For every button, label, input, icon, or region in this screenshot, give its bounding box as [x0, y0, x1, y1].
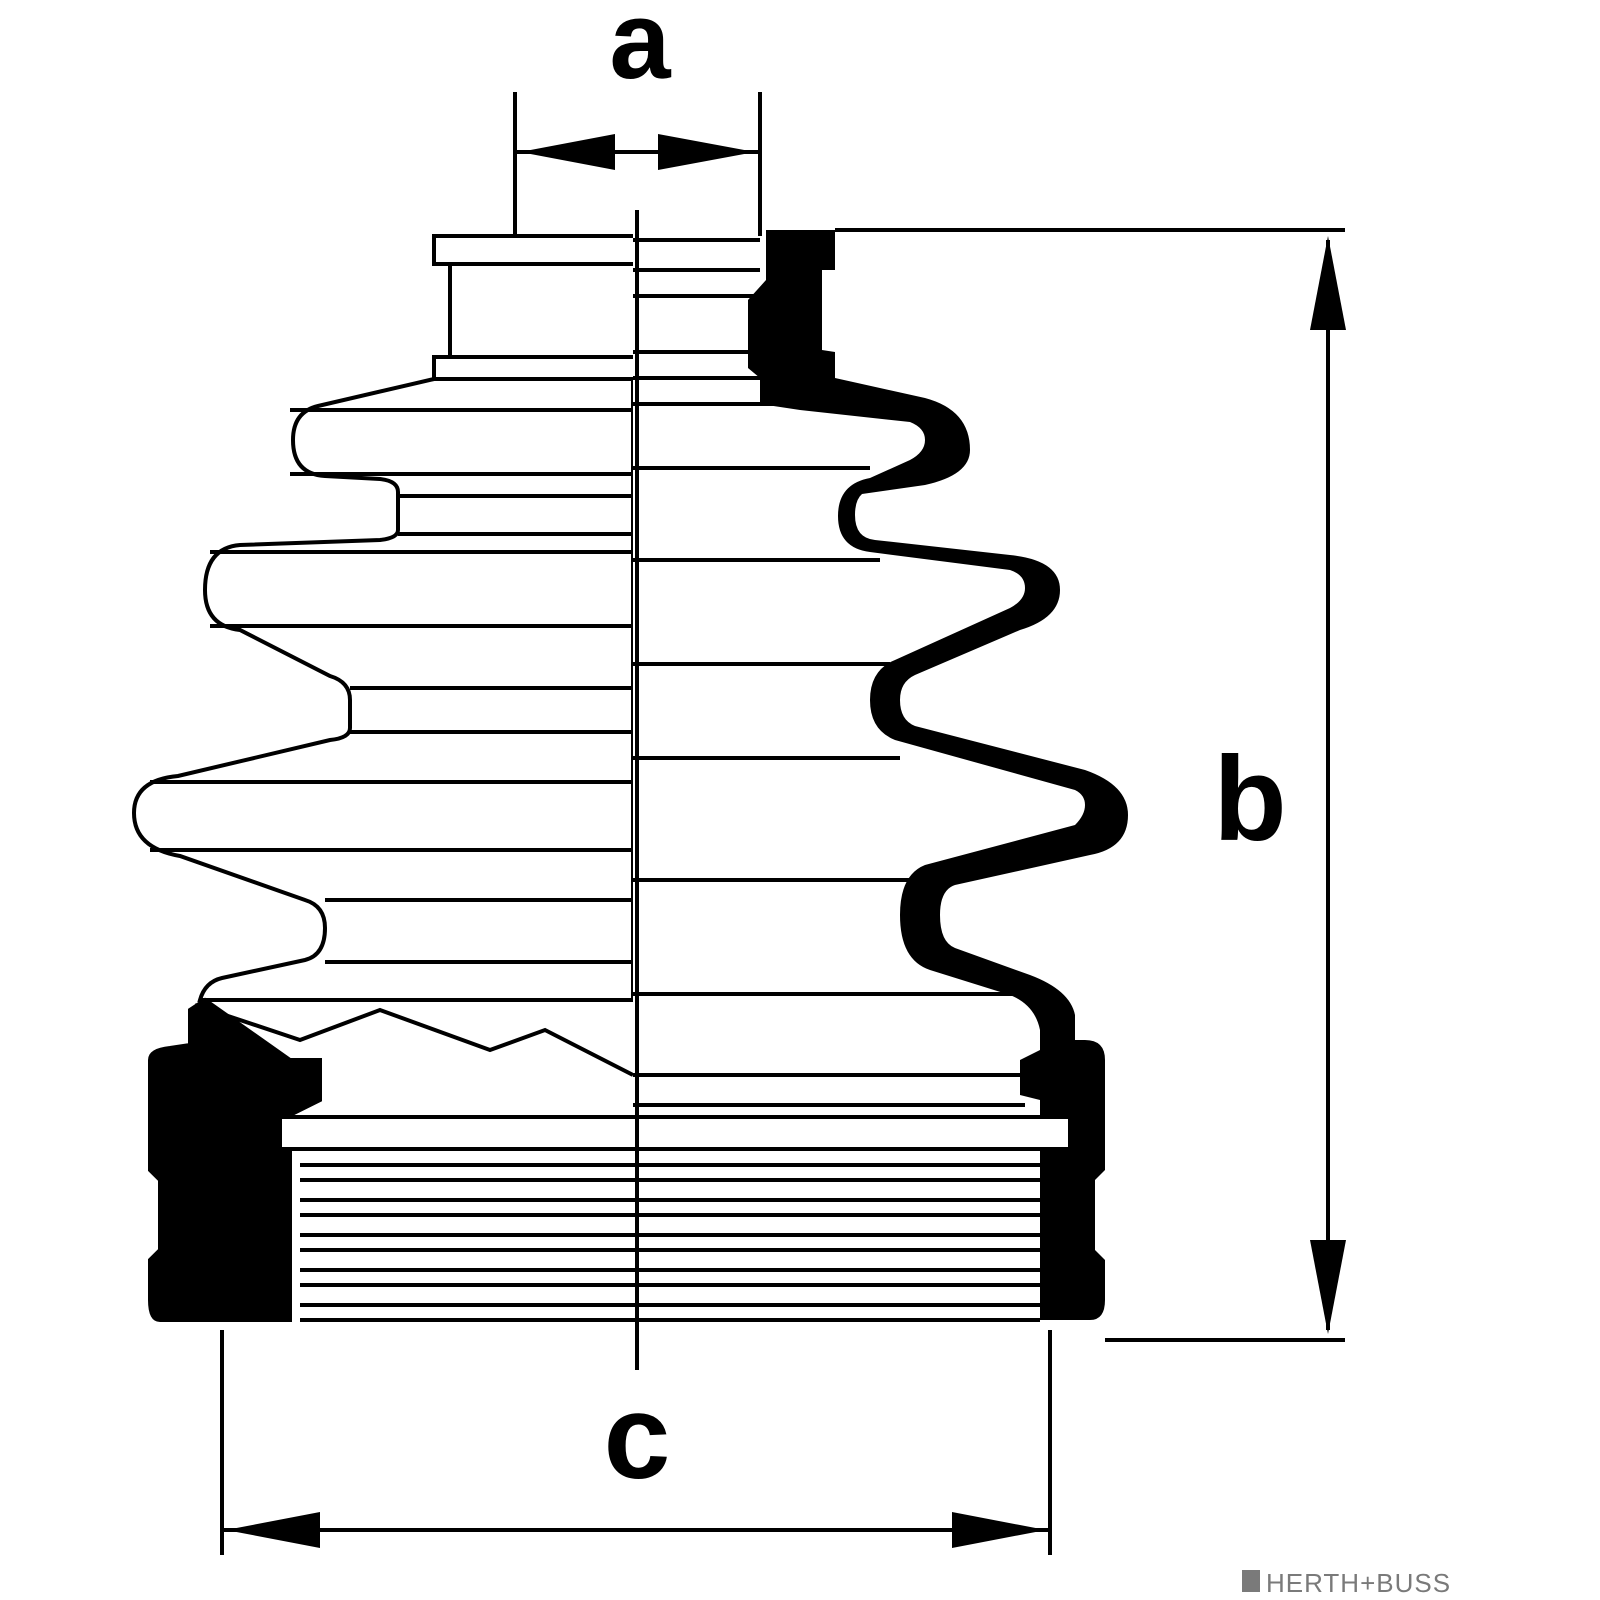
brand-logo: HERTH+BUSS	[1242, 1568, 1451, 1598]
dimension-b	[835, 228, 1346, 1342]
dimension-c-label: c	[604, 1370, 671, 1504]
boot-left-exterior	[131, 234, 633, 1322]
dimension-a-label: a	[609, 0, 671, 102]
brand-text: HERTH+BUSS	[1266, 1568, 1451, 1598]
base-ribs	[278, 1115, 1072, 1322]
dimension-b-label: b	[1213, 732, 1286, 866]
dimension-c	[220, 1330, 1052, 1555]
boot-right-section	[633, 230, 1128, 1320]
dimension-a	[513, 92, 762, 236]
